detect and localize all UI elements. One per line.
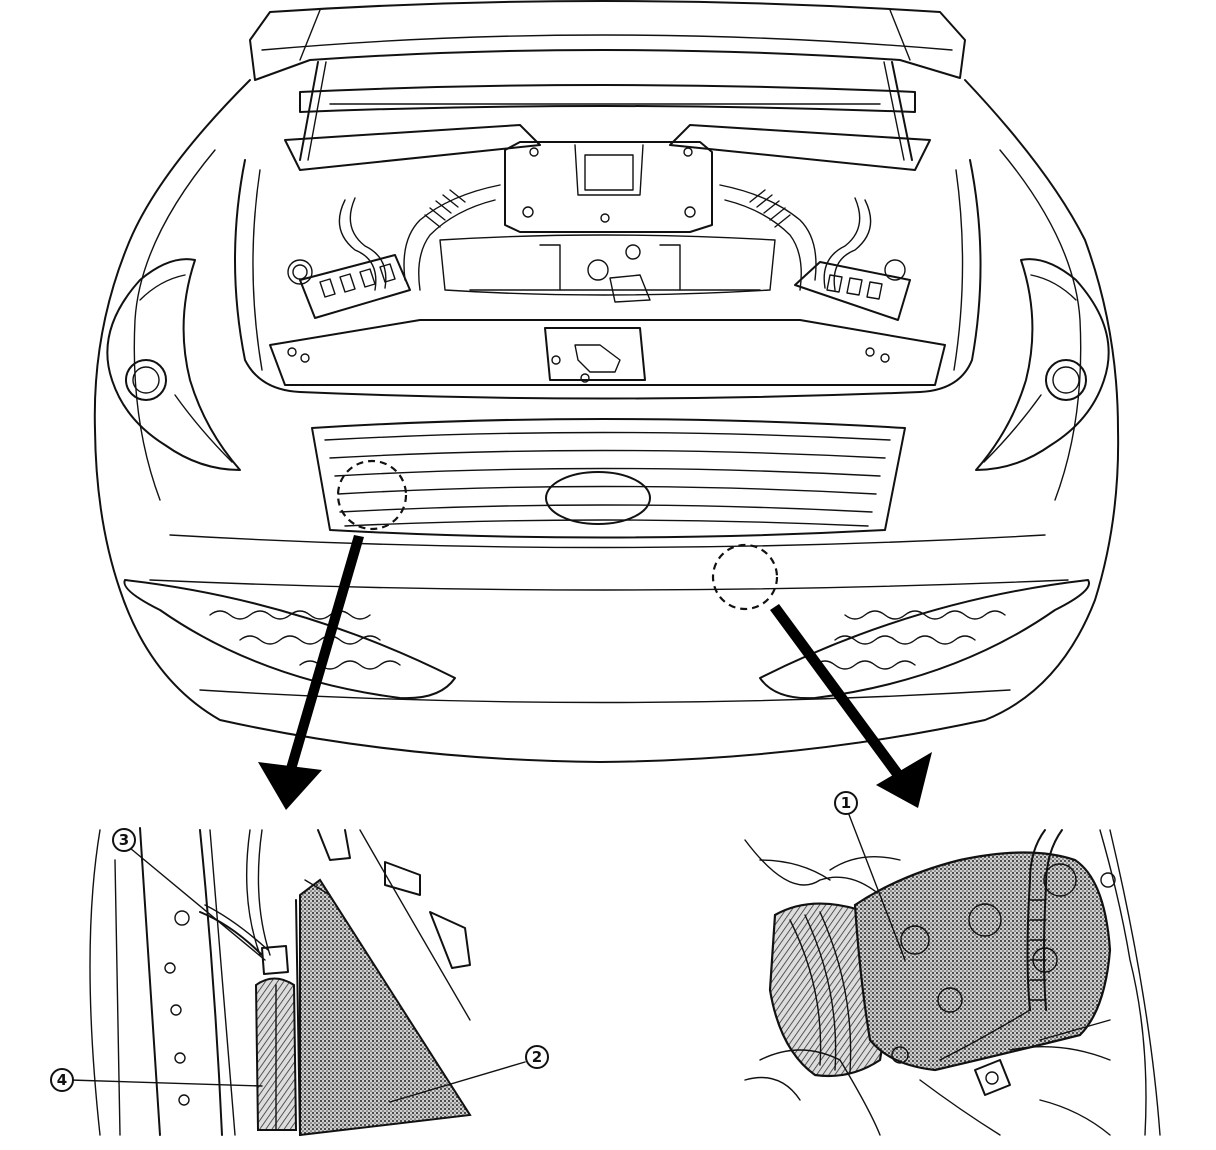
callout-1: 1	[834, 791, 858, 815]
pointer-arrow-left	[258, 535, 364, 810]
grille-emblem	[545, 471, 651, 525]
fuse-box-left	[299, 254, 411, 319]
locator-circle-right	[711, 543, 779, 611]
headlamp-left	[106, 258, 241, 471]
callout-4: 4	[50, 1068, 74, 1092]
detail-view-compressor: 1	[744, 791, 1161, 1136]
svg-text:2: 2	[532, 1048, 542, 1066]
front-grille	[311, 418, 906, 539]
compressor	[853, 851, 1116, 1072]
engine-cover	[504, 141, 713, 233]
svg-text:4: 4	[57, 1071, 67, 1089]
fog-lamp-left	[123, 579, 456, 700]
callout-2: 2	[525, 1045, 549, 1069]
body-outline	[93, 79, 1120, 763]
headlamp-right	[975, 258, 1110, 471]
pointer-arrow-right	[770, 604, 932, 808]
liquid-tank	[254, 977, 298, 1131]
fuse-box-right	[794, 261, 911, 321]
intake-hoses	[424, 189, 791, 228]
compressor-pulley	[768, 902, 886, 1078]
car-front-view	[93, 0, 1120, 810]
callout-3: 3	[112, 828, 136, 852]
open-hood	[249, 0, 966, 81]
svg-text:1: 1	[841, 794, 851, 812]
locator-circle-left	[336, 459, 408, 531]
svg-text:3: 3	[119, 831, 129, 849]
engine-bay	[234, 159, 982, 400]
fog-lamp-right	[759, 579, 1091, 700]
detail-view-condenser: 3 4 2	[50, 827, 549, 1137]
